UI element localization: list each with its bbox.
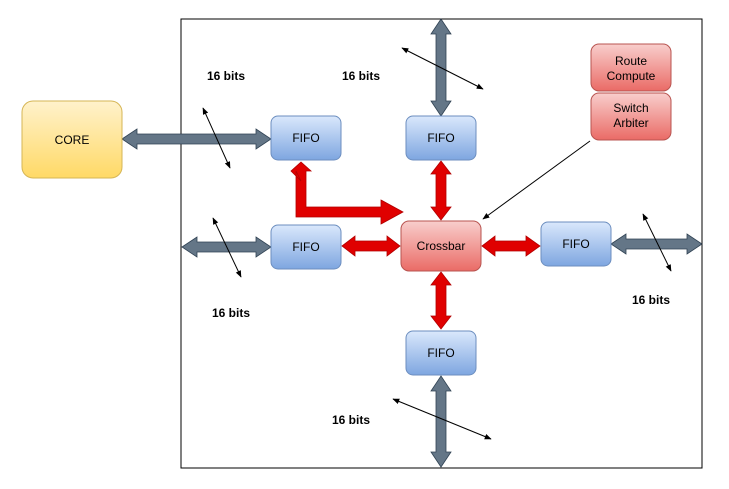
width-indicator-west <box>202 107 231 169</box>
link-arrow-east <box>610 233 703 255</box>
arrow-south-crossbar <box>430 271 452 330</box>
fifo-north-label: FIFO <box>427 131 454 145</box>
fifo-north: FIFO <box>405 115 477 161</box>
arrow-fifo-west-to-crossbar <box>290 161 404 225</box>
route-compute-label-2: Compute <box>607 69 656 83</box>
route-compute-node: Route Compute <box>590 43 672 92</box>
link-arrow-core <box>121 128 272 150</box>
bits-label-east: 16 bits <box>632 293 670 307</box>
fifo-southwest-label: FIFO <box>292 240 319 254</box>
switch-arbiter-label-2: Arbiter <box>613 116 648 130</box>
crossbar-node: Crossbar <box>400 220 482 272</box>
width-indicator-south <box>392 398 492 440</box>
width-indicator-southwest <box>212 217 242 278</box>
arrow-north-crossbar <box>430 160 452 221</box>
width-indicator-north <box>401 47 484 90</box>
router-boundary <box>180 18 703 469</box>
crossbar-label: Crossbar <box>417 239 466 253</box>
bits-label-north: 16 bits <box>342 69 380 83</box>
arbiter-to-crossbar-connector <box>482 140 591 220</box>
fifo-south-label: FIFO <box>427 346 454 360</box>
fifo-west: FIFO <box>270 115 342 161</box>
arrow-east-crossbar <box>481 235 541 257</box>
switch-arbiter-node: Switch Arbiter <box>590 92 672 141</box>
bits-label-southwest: 16 bits <box>212 306 250 320</box>
switch-arbiter-label-1: Switch <box>613 101 648 115</box>
width-indicator-east <box>642 213 672 272</box>
fifo-east-label: FIFO <box>562 237 589 251</box>
fifo-east: FIFO <box>540 221 612 267</box>
fifo-west-label: FIFO <box>292 131 319 145</box>
core-label: CORE <box>55 133 90 147</box>
internal-arrows <box>290 160 541 330</box>
bits-label-south: 16 bits <box>332 413 370 427</box>
core-node: CORE <box>21 100 123 179</box>
arrow-southwest-crossbar <box>341 235 401 257</box>
fifo-south: FIFO <box>405 330 477 376</box>
bits-label-west: 16 bits <box>207 69 245 83</box>
width-indicators <box>202 47 672 440</box>
route-compute-label-1: Route <box>615 54 647 68</box>
fifo-southwest: FIFO <box>270 224 342 270</box>
